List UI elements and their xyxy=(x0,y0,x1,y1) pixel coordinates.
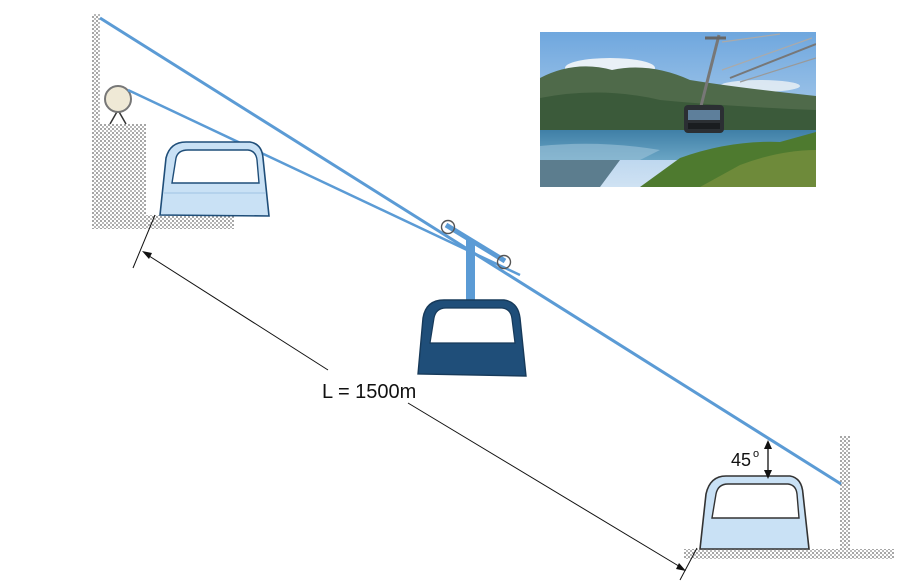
upper-station-wall xyxy=(92,14,100,229)
upper-station-pillar xyxy=(100,124,146,229)
moving-cabin xyxy=(417,219,527,377)
angle-degree-mark: o xyxy=(753,448,759,460)
carriage-wheel-right-icon xyxy=(496,254,512,270)
upper-station-platform xyxy=(146,215,234,229)
length-dimension: L = 1500m xyxy=(132,214,698,581)
dimension-line-part-1 xyxy=(145,253,329,371)
arrowhead-lower-icon xyxy=(676,563,686,571)
carriage-bar xyxy=(444,222,507,264)
lower-station-wall xyxy=(840,436,850,554)
upper-station-cabin xyxy=(159,141,270,217)
angle-marker: 45 o xyxy=(731,440,772,479)
moving-cabin-window xyxy=(429,307,516,344)
lower-station-ground xyxy=(684,549,894,559)
length-label: L = 1500m xyxy=(322,381,416,403)
hanger-arm xyxy=(466,240,475,302)
angle-arrowhead-up-icon xyxy=(764,440,772,449)
pulley-wheel-icon xyxy=(104,85,132,125)
lower-station-cabin xyxy=(699,475,810,550)
arrowhead-upper-icon xyxy=(142,251,152,259)
dimension-line-part-2 xyxy=(407,402,683,569)
extension-line-upper xyxy=(132,214,156,269)
carriage-wheel-left-icon xyxy=(440,219,456,235)
haul-rope-upper xyxy=(127,88,521,277)
lower-station xyxy=(684,436,894,559)
angle-arrowhead-down-icon xyxy=(764,470,772,479)
upper-station xyxy=(92,14,234,229)
extension-line-lower xyxy=(679,547,698,581)
cable-car-photo xyxy=(540,32,816,187)
angle-value: 45 xyxy=(731,450,751,470)
